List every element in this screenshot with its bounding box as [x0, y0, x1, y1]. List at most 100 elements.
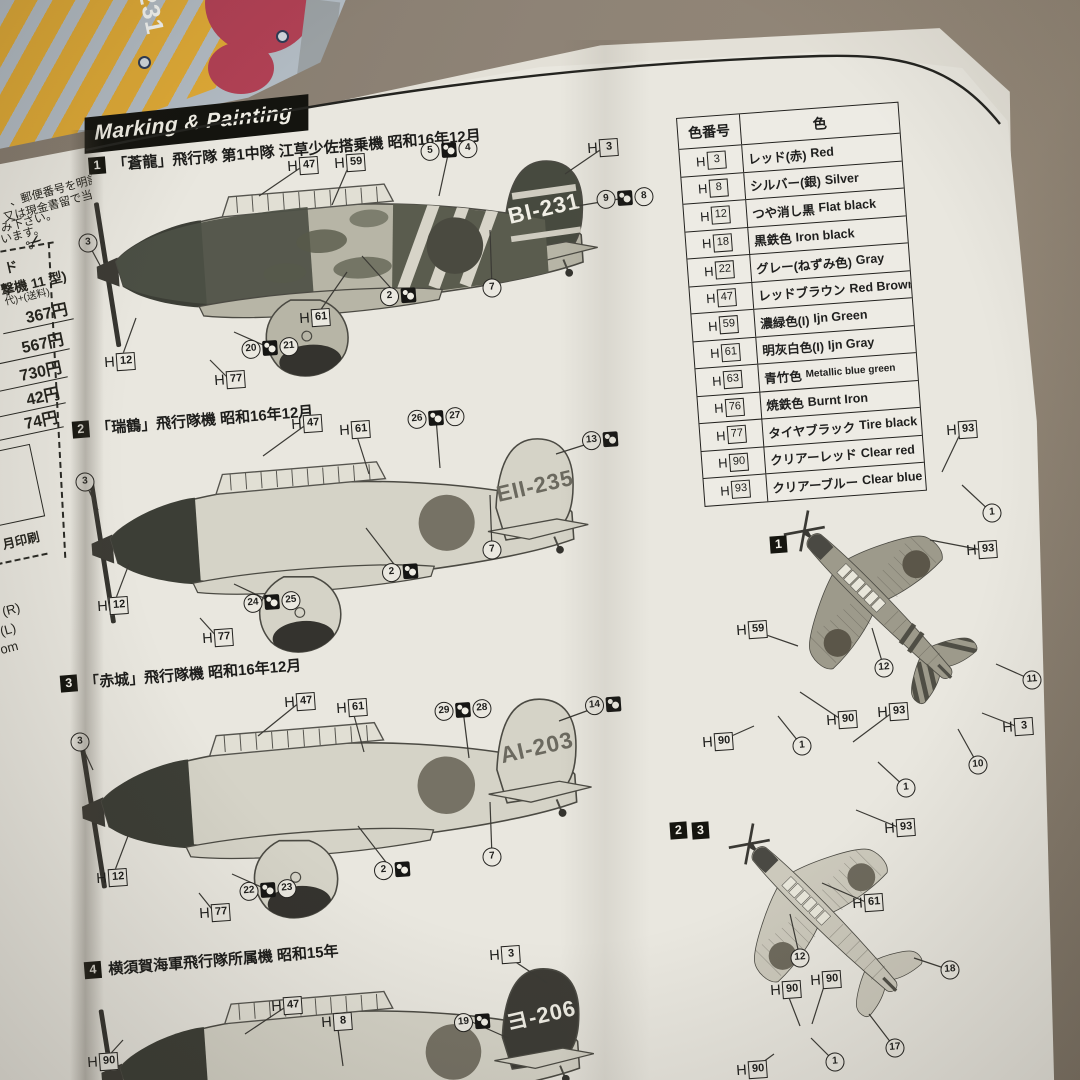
circled-number: 23 — [276, 878, 298, 899]
paint-number-box: 8 — [333, 1011, 354, 1032]
paint-number-box: 77 — [211, 902, 232, 923]
side-text-fragment: om — [0, 637, 20, 658]
decal-callout-10: 10 — [967, 754, 989, 776]
decal-mark-icon — [138, 56, 151, 69]
decal-placement-icon — [259, 881, 277, 899]
decal-callout-7: 7 — [481, 539, 503, 561]
h-prefix: H — [876, 704, 889, 722]
paint-code-cell: H 3 — [679, 145, 745, 177]
spinner — [101, 1063, 124, 1080]
paint-name-en: Burnt Iron — [807, 390, 869, 409]
paint-number-box: 47 — [716, 287, 738, 308]
engine-cowl — [101, 759, 195, 849]
h-prefix: H — [96, 598, 109, 616]
paint-number-box: 93 — [978, 539, 999, 560]
h-prefix: H — [965, 542, 978, 560]
paint-number-box: 22 — [714, 260, 736, 280]
h-prefix: H — [333, 155, 346, 173]
paint-name-jp: グレー(ねずみ色) — [755, 255, 853, 277]
cowl-top — [807, 534, 834, 561]
paint-number-box: 93 — [889, 701, 910, 722]
paint-name-jp: 濃緑色(I) — [759, 313, 811, 332]
hinomaru-roundel — [426, 217, 484, 274]
decal-callout-7: 7 — [481, 846, 503, 868]
paint-number-box: 90 — [99, 1051, 120, 1072]
plan-view-number-box: 1 — [769, 535, 788, 554]
paint-number-box: 3 — [599, 137, 620, 158]
decal-mark-icon — [276, 30, 289, 43]
paint-name-en: Iron black — [795, 226, 855, 245]
decal-callout-2: 2 — [379, 285, 417, 307]
decal-placement-icon — [605, 696, 622, 713]
h-prefix: H — [809, 972, 822, 990]
paint-number-box: 3 — [501, 944, 522, 965]
h-prefix: H — [290, 416, 303, 434]
decal-placement-icon — [402, 563, 419, 580]
hinomaru-roundel — [418, 494, 475, 551]
decal-callout-2: 2 — [381, 561, 419, 583]
paint-number-box: 61 — [348, 697, 369, 718]
paint-code-cell: H 12 — [683, 200, 749, 232]
paint-name-en: Metallic blue green — [805, 362, 896, 380]
circled-number: 12 — [789, 947, 811, 969]
plan-view-number-box: 2 — [669, 821, 688, 840]
paint-number-box: 61 — [864, 892, 885, 913]
paint-code-cell: H 18 — [685, 227, 751, 259]
decal-callout-3: 3 — [74, 471, 96, 493]
paint-name-jp: クリアーブルー — [771, 475, 859, 496]
decal-callout-2: 2 — [373, 859, 411, 881]
paint-code-cell: H 76 — [697, 392, 763, 424]
paint-name-jp: 黒鉄色 — [753, 232, 793, 249]
circled-number: 2 — [373, 860, 394, 881]
paint-name-en: Red Brown — [848, 276, 912, 296]
circled-number: 7 — [481, 539, 503, 561]
h-prefix: H — [198, 905, 211, 923]
decal-callout-1: 1 — [895, 777, 917, 799]
h-prefix: H — [769, 982, 782, 1000]
aircraft-side-view-3: AI-203 — [57, 668, 668, 952]
wing-hinomaru — [823, 629, 852, 657]
wing-hinomaru — [902, 550, 931, 579]
h-prefix: H — [86, 1054, 99, 1072]
aircraft-top-view — [783, 510, 980, 707]
paint-number-box: 61 — [351, 419, 372, 440]
aircraft-drawing: AI-203 — [79, 698, 592, 920]
circled-number: 21 — [278, 336, 300, 357]
paint-number-box: 12 — [108, 867, 129, 888]
paint-name-en: Tire black — [858, 414, 918, 433]
paint-name-en: Red — [809, 144, 835, 161]
paint-number-box: 61 — [720, 342, 742, 363]
h-prefix: H — [283, 694, 296, 712]
decal-callout-12: 12 — [873, 657, 895, 679]
circled-number: 14 — [584, 695, 605, 716]
h-prefix: H — [719, 482, 731, 499]
section-number-box: 4 — [83, 960, 103, 980]
fin-top — [937, 663, 953, 679]
circled-number: 5 — [419, 141, 441, 162]
circled-number: 17 — [884, 1037, 906, 1059]
paint-name-en: Ijn Green — [812, 307, 868, 326]
decal-placement-icon — [394, 861, 411, 878]
paint-name-jp: 青竹色 — [763, 369, 803, 386]
left-panel-partial-text: 、郵便番号を明記又は現金書留で当み下さい。います。✂ド撃機 11 型)代)+(送… — [0, 130, 92, 1080]
plan-view-number-box: 3 — [691, 821, 710, 840]
h-prefix: H — [709, 345, 721, 362]
circled-number: 3 — [77, 232, 99, 254]
circled-number: 20 — [240, 339, 262, 360]
tailplane — [494, 1047, 595, 1069]
paint-number-box: 12 — [109, 595, 130, 616]
circled-number: 12 — [873, 657, 895, 679]
h-prefix: H — [707, 318, 719, 334]
circled-number: 19 — [453, 1012, 474, 1033]
propeller — [783, 510, 825, 552]
paint-number-box: 59 — [718, 315, 740, 335]
